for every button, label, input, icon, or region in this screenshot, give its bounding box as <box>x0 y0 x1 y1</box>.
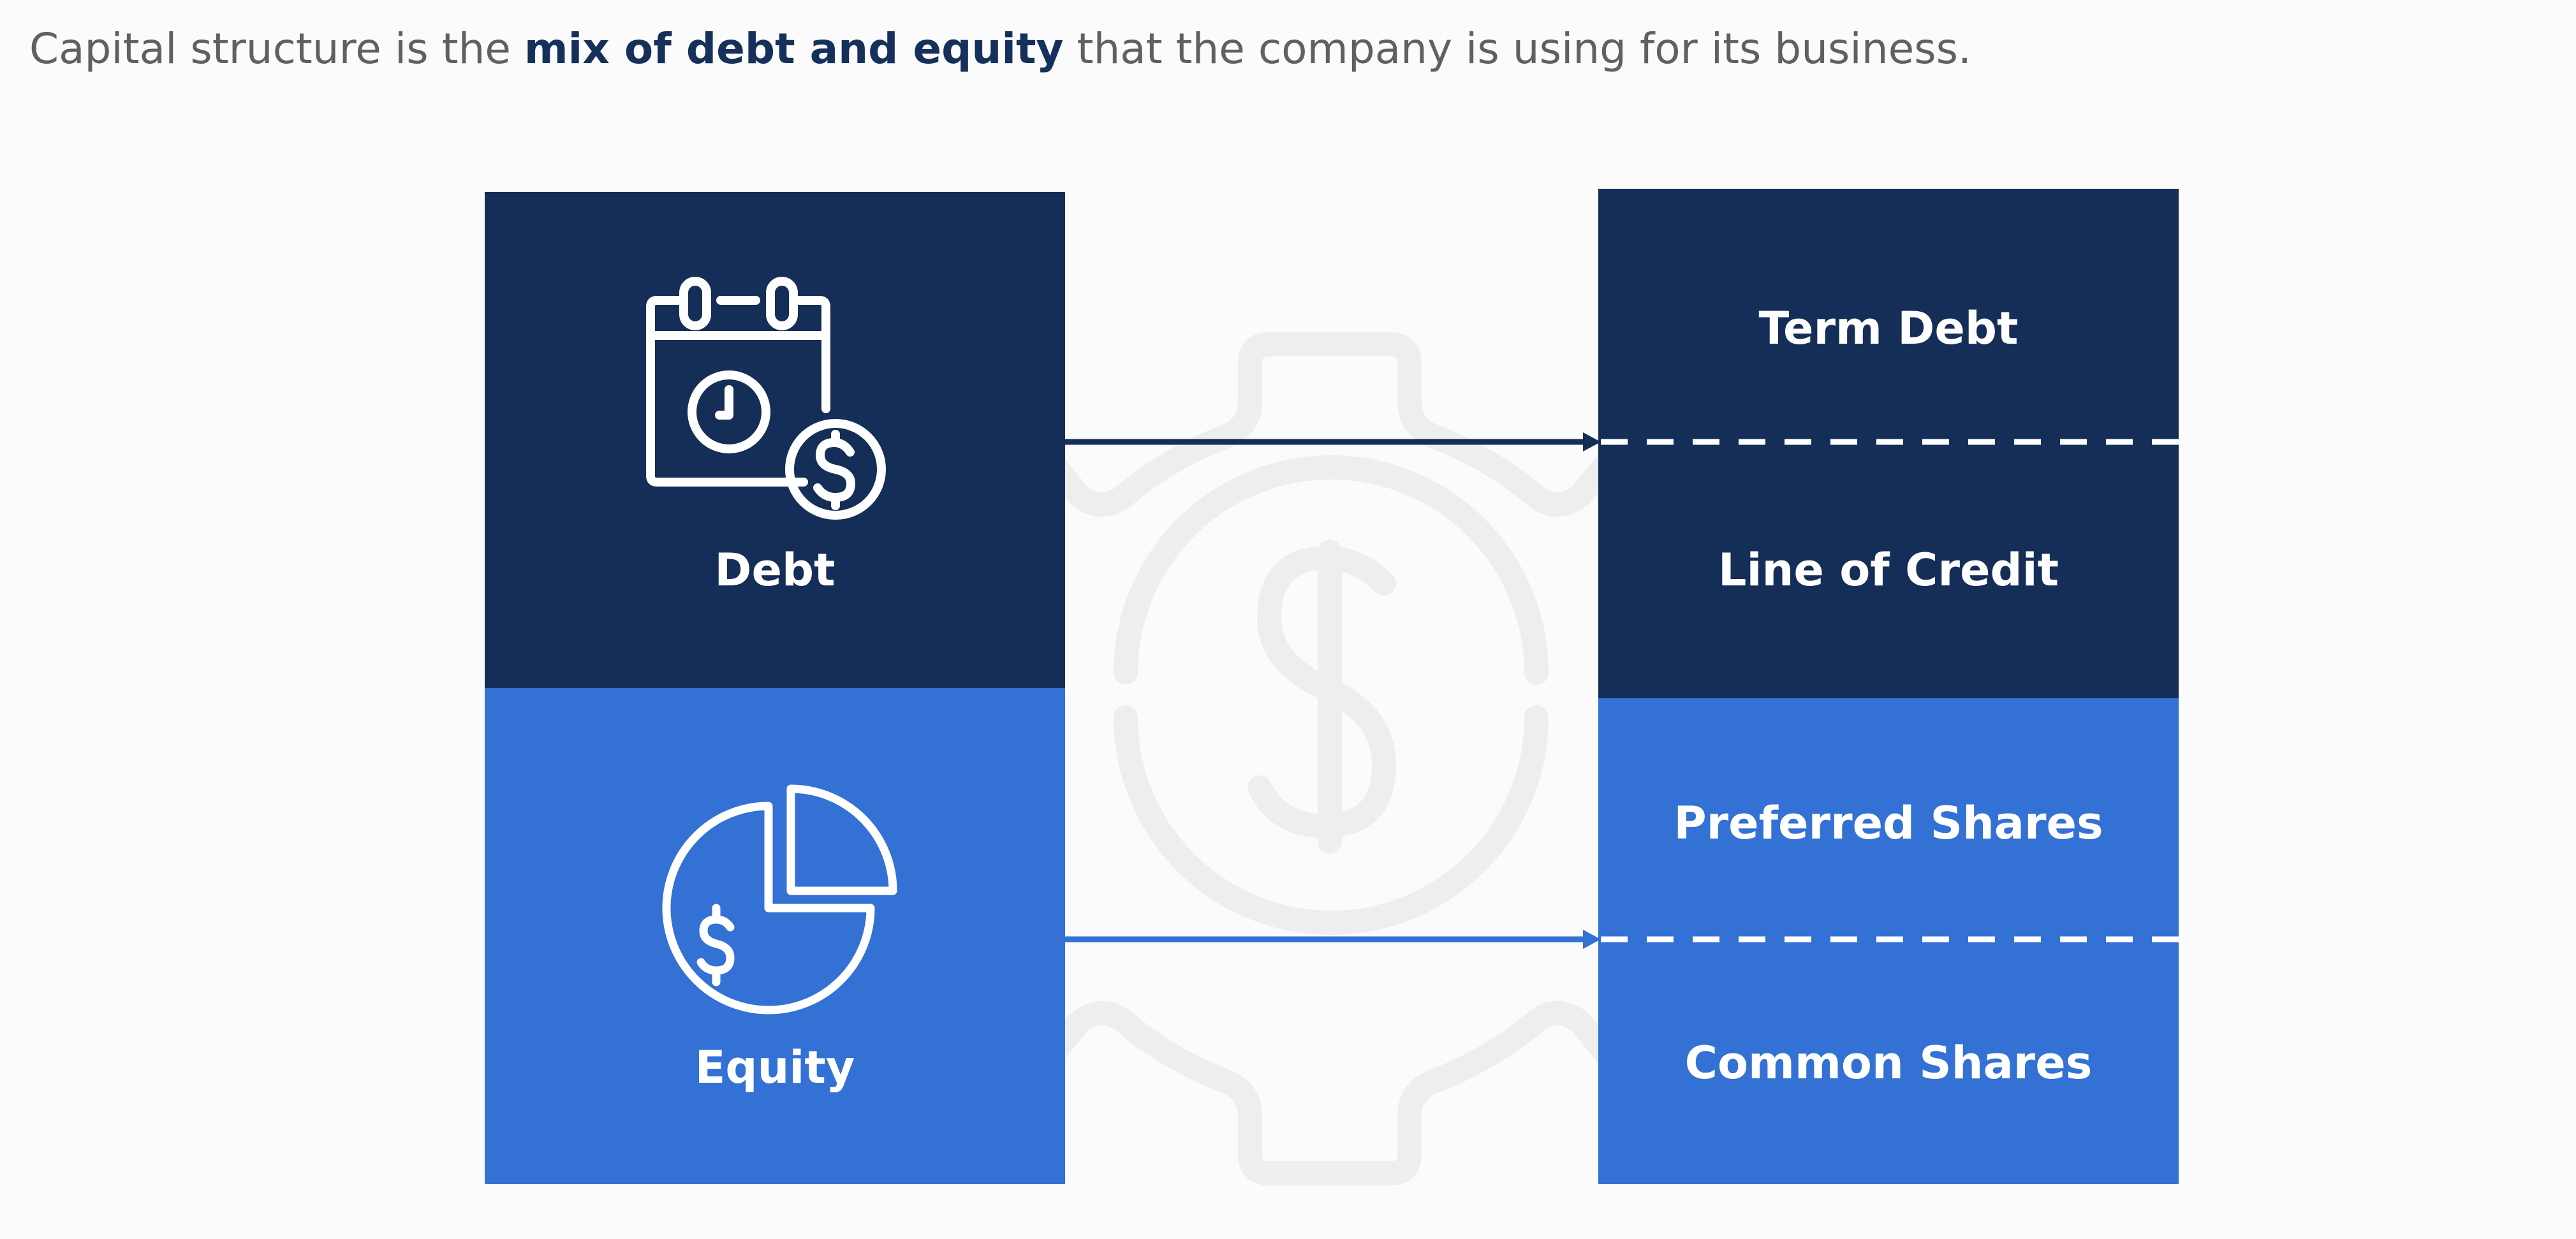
common-shares-label: Common Shares <box>1684 1037 2093 1089</box>
intro-highlight: mix of debt and equity <box>524 24 1064 73</box>
debt-arrow <box>1065 432 1601 451</box>
debt-label: Debt <box>714 544 835 596</box>
equity-box: Equity <box>485 688 1065 1184</box>
equity-arrow <box>1065 930 1601 949</box>
intro-suffix: that the company is using for its busine… <box>1063 24 1971 73</box>
preferred-shares-label: Preferred Shares <box>1674 797 2103 849</box>
term-debt-label: Term Debt <box>1758 302 2019 355</box>
calendar-clock-dollar-icon <box>646 277 886 520</box>
debt-box: Debt <box>485 192 1065 688</box>
pie-chart-dollar-icon <box>662 784 897 1015</box>
intro-prefix: Capital structure is the <box>29 24 524 73</box>
equity-label: Equity <box>695 1041 855 1094</box>
intro-text: Capital structure is the mix of debt and… <box>29 24 1971 73</box>
line-of-credit-label: Line of Credit <box>1718 544 2059 596</box>
